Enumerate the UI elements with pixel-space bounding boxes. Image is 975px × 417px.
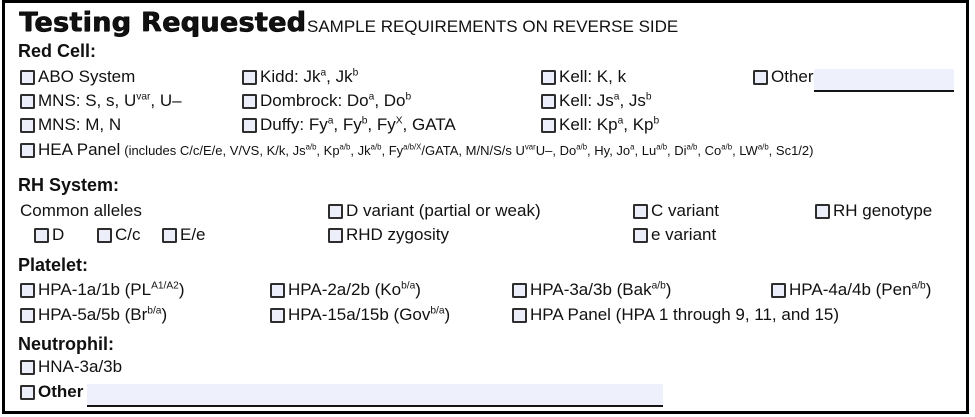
option-d-variant[interactable]: D variant (partial or weak) xyxy=(328,200,541,222)
c-variant-checkbox[interactable] xyxy=(633,203,648,219)
kell-kk-checkbox[interactable] xyxy=(541,69,556,85)
option-hea-panel[interactable]: HEA Panel (includes C/c/E/e, V/VS, K/k, … xyxy=(20,139,813,161)
option-label: E/e xyxy=(180,225,206,244)
option-label: HPA-15a/15b (Govb/a) xyxy=(288,305,451,324)
hna-3a3b-checkbox[interactable] xyxy=(20,359,35,375)
option-hpa-2a2b[interactable]: HPA-2a/2b (Kob/a) xyxy=(270,279,421,301)
rh-cc-checkbox[interactable] xyxy=(97,227,112,243)
hpa-4a4b-checkbox[interactable] xyxy=(771,282,786,298)
option-rh-genotype[interactable]: RH genotype xyxy=(815,200,932,222)
option-label: MNS: S, s, Uvar, U– xyxy=(38,91,182,110)
option-label: RHD zygosity xyxy=(346,225,449,244)
option-hpa-1a1b[interactable]: HPA-1a/1b (PLA1/A2) xyxy=(20,279,185,301)
red-cell-other-input[interactable] xyxy=(813,69,954,92)
option-hpa-4a4b[interactable]: HPA-4a/4b (Pena/b) xyxy=(771,279,931,301)
option-rh-cc[interactable]: C/c xyxy=(97,224,141,246)
option-label: Dombrock: Doa, Dob xyxy=(260,91,412,110)
rh-system-heading: RH System: xyxy=(18,175,120,195)
option-label: Kell: K, k xyxy=(559,67,627,86)
option-label: Kidd: Jka, Jkb xyxy=(260,67,359,86)
option-label: D variant (partial or weak) xyxy=(346,201,541,220)
common-alleles-label: Common alleles xyxy=(20,201,142,220)
option-label: ABO System xyxy=(38,67,136,86)
dombrock-checkbox[interactable] xyxy=(242,93,257,109)
red-cell-heading: Red Cell: xyxy=(18,41,97,61)
option-duffy[interactable]: Duffy: Fya, Fyb, FyX, GATA xyxy=(242,114,456,136)
option-label: MNS: M, N xyxy=(38,115,122,134)
option-label: HNA-3a/3b xyxy=(38,357,123,376)
option-label: HPA-4a/4b (Pena/b) xyxy=(789,280,932,299)
option-kell-kp[interactable]: Kell: Kpa, Kpb xyxy=(541,114,659,136)
option-label: C/c xyxy=(115,225,141,244)
option-dombrock[interactable]: Dombrock: Doa, Dob xyxy=(242,90,411,112)
kell-js-checkbox[interactable] xyxy=(541,93,556,109)
option-label: HPA-1a/1b (PLA1/A2) xyxy=(38,280,185,299)
option-label: HPA-2a/2b (Kob/a) xyxy=(288,280,421,299)
rh-genotype-checkbox[interactable] xyxy=(815,203,830,219)
option-label: Kell: Jsa, Jsb xyxy=(559,91,652,110)
neutrophil-heading: Neutrophil: xyxy=(18,334,114,354)
platelet-heading: Platelet: xyxy=(18,255,89,275)
rh-ee-checkbox[interactable] xyxy=(162,227,177,243)
mns-ssu-checkbox[interactable] xyxy=(20,93,35,109)
option-kell-kk[interactable]: Kell: K, k xyxy=(541,66,626,88)
kidd-checkbox[interactable] xyxy=(242,69,257,85)
option-label: Duffy: Fya, Fyb, FyX, GATA xyxy=(260,115,456,134)
red-cell-other-checkbox[interactable] xyxy=(753,69,768,85)
option-hpa-3a3b[interactable]: HPA-3a/3b (Baka/b) xyxy=(512,279,671,301)
d-variant-checkbox[interactable] xyxy=(328,203,343,219)
mns-mn-checkbox[interactable] xyxy=(20,117,35,133)
option-abo-system[interactable]: ABO System xyxy=(20,66,135,88)
e-variant-checkbox[interactable] xyxy=(633,227,648,243)
rh-d-checkbox[interactable] xyxy=(34,227,49,243)
option-hna-3a3b[interactable]: HNA-3a/3b xyxy=(20,356,122,378)
option-mns-ssu[interactable]: MNS: S, s, Uvar, U– xyxy=(20,90,182,112)
option-label: HEA Panel xyxy=(38,140,121,159)
hpa-3a3b-checkbox[interactable] xyxy=(512,282,527,298)
option-rh-ee[interactable]: E/e xyxy=(162,224,206,246)
option-label: e variant xyxy=(651,225,717,244)
option-hpa-5a5b[interactable]: HPA-5a/5b (Brb/a) xyxy=(20,304,167,326)
option-rhd-zygosity[interactable]: RHD zygosity xyxy=(328,224,449,246)
option-label: Other xyxy=(771,67,814,86)
sample-requirements-note: SAMPLE REQUIREMENTS ON REVERSE SIDE xyxy=(307,17,679,36)
hpa-5a5b-checkbox[interactable] xyxy=(20,307,35,323)
option-red-cell-other[interactable]: Other xyxy=(753,66,954,92)
option-kell-js[interactable]: Kell: Jsa, Jsb xyxy=(541,90,652,112)
option-label: Other xyxy=(38,382,84,401)
option-kidd[interactable]: Kidd: Jka, Jkb xyxy=(242,66,358,88)
neutrophil-other-input[interactable] xyxy=(87,384,664,407)
hpa-panel-checkbox[interactable] xyxy=(512,307,527,323)
option-label: HPA Panel (HPA 1 through 9, 11, and 15) xyxy=(530,305,840,324)
option-label: D xyxy=(52,225,65,244)
hpa-15a15b-checkbox[interactable] xyxy=(270,307,285,323)
option-label: C variant xyxy=(651,201,720,220)
option-e-variant[interactable]: e variant xyxy=(633,224,716,246)
option-label: RH genotype xyxy=(833,201,933,220)
abo-system-checkbox[interactable] xyxy=(20,69,35,85)
option-hpa-15a15b[interactable]: HPA-15a/15b (Govb/a) xyxy=(270,304,450,326)
option-rh-d[interactable]: D xyxy=(34,224,64,246)
option-hpa-panel[interactable]: HPA Panel (HPA 1 through 9, 11, and 15) xyxy=(512,304,839,326)
duffy-checkbox[interactable] xyxy=(242,117,257,133)
option-label: Kell: Kpa, Kpb xyxy=(559,115,660,134)
option-c-variant[interactable]: C variant xyxy=(633,200,719,222)
neutrophil-other-checkbox[interactable] xyxy=(20,384,35,400)
option-neutrophil-other[interactable]: Other xyxy=(20,381,664,407)
kell-kp-checkbox[interactable] xyxy=(541,117,556,133)
option-label: HPA-5a/5b (Brb/a) xyxy=(38,305,168,324)
hpa-1a1b-checkbox[interactable] xyxy=(20,282,35,298)
hea-panel-checkbox[interactable] xyxy=(20,142,35,158)
hpa-2a2b-checkbox[interactable] xyxy=(270,282,285,298)
option-label: HPA-3a/3b (Baka/b) xyxy=(530,280,672,299)
rhd-zygosity-checkbox[interactable] xyxy=(328,227,343,243)
hea-panel-details: (includes C/c/E/e, V/VS, K/k, Jsa/b, Kpa… xyxy=(124,142,814,158)
form-title: Testing Requested xyxy=(19,7,307,38)
option-mns-mn[interactable]: MNS: M, N xyxy=(20,114,121,136)
